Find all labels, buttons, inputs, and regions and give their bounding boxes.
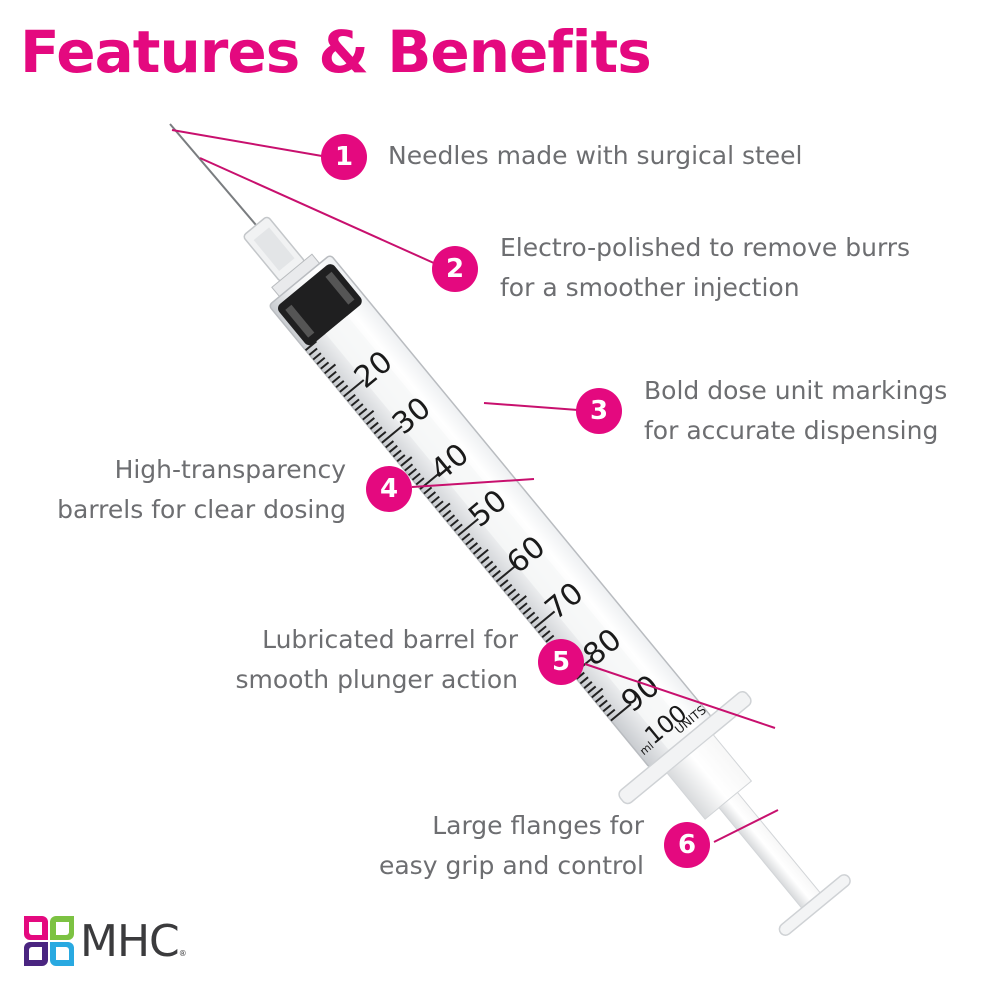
mhc-logo: MHC ®: [22, 914, 187, 968]
feature-badge-3: 3: [576, 388, 622, 434]
leader-line-4: [411, 478, 535, 488]
logo-wordmark: MHC: [80, 915, 180, 967]
leader-line-2: [199, 157, 437, 265]
leader-line-6: [713, 809, 779, 843]
leader-line-3: [483, 402, 579, 411]
page-title: Features & Benefits: [20, 18, 652, 86]
feature-label-6: Large flanges for easy grip and control: [378, 811, 644, 880]
registered-mark: ®: [178, 949, 187, 958]
leader-line-5: [584, 663, 776, 729]
feature-badge-5: 5: [538, 639, 584, 685]
feature-label-4: High-transparency barrels for clear dosi…: [57, 455, 346, 524]
feature-badge-1: 1: [321, 134, 367, 180]
feature-badge-4: 4: [366, 466, 412, 512]
feature-badge-2: 2: [432, 246, 478, 292]
feature-label-2: Electro-polished to remove burrs for a s…: [500, 233, 911, 302]
leader-line-1: [171, 129, 323, 157]
feature-label-1: Needles made with surgical steel: [388, 141, 803, 170]
feature-label-5: Lubricated barrel for smooth plunger act…: [235, 625, 519, 694]
feature-badge-6: 6: [664, 822, 710, 868]
flower-logo-icon: [24, 916, 74, 966]
feature-label-3: Bold dose unit markings for accurate dis…: [644, 376, 948, 445]
needle: [169, 123, 263, 233]
